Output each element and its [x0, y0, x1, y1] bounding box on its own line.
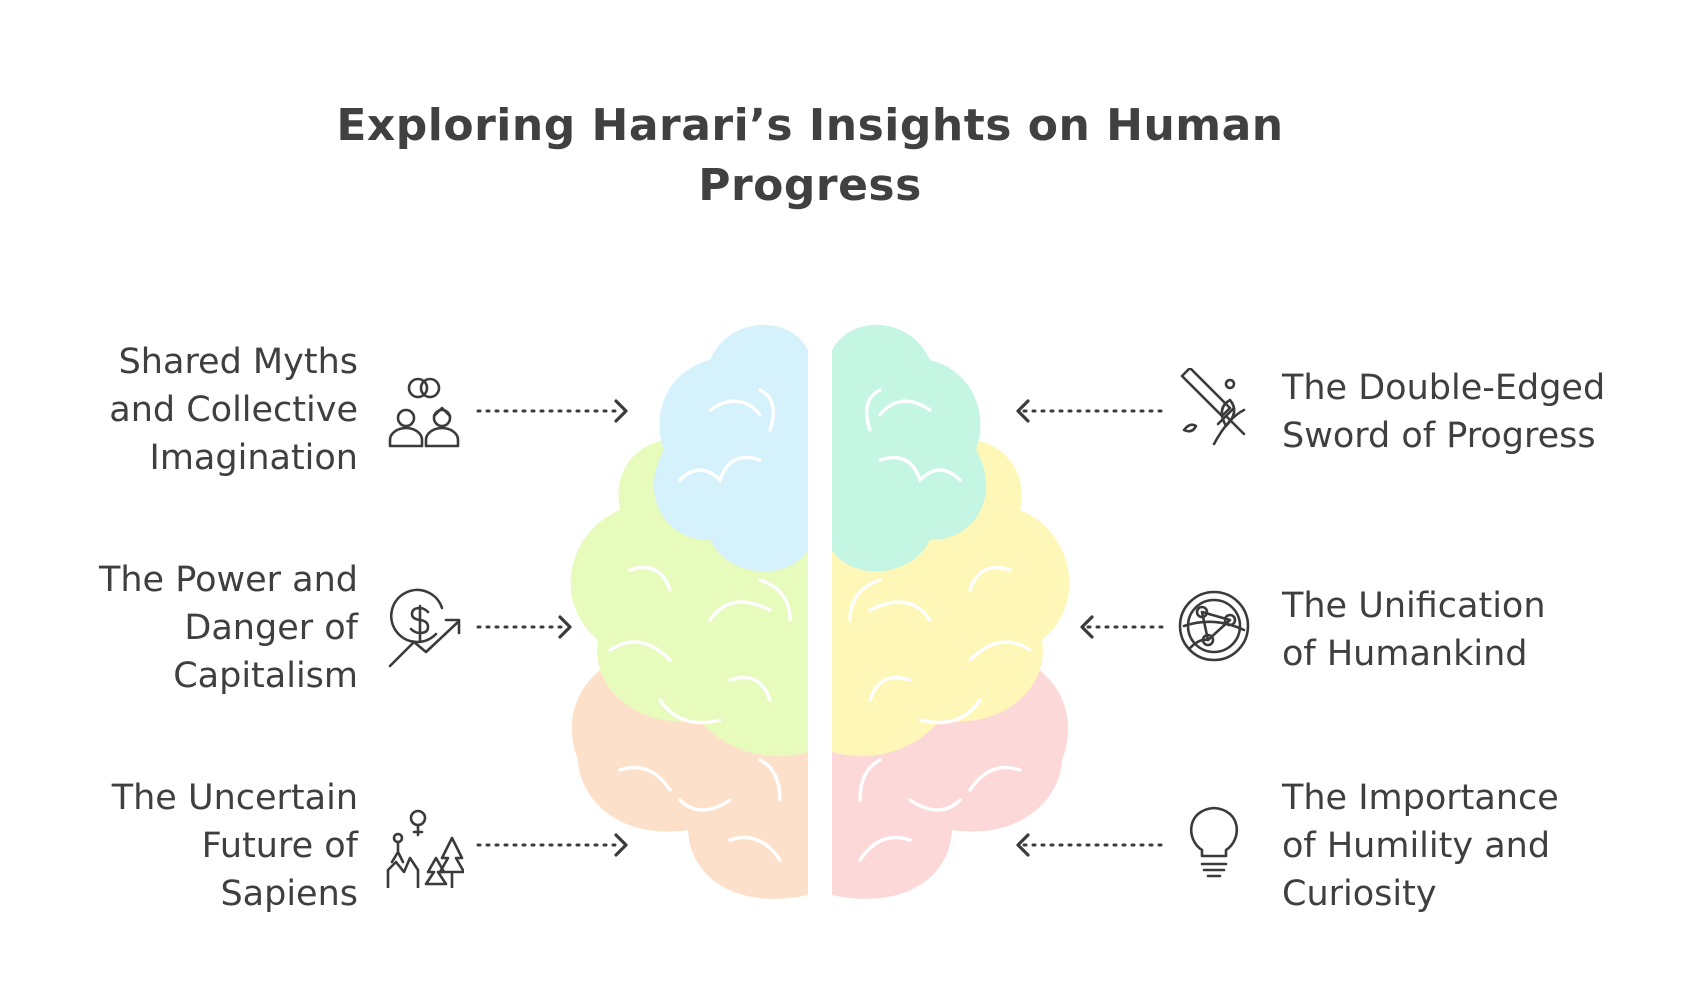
- arrow-capitalism: [476, 615, 572, 639]
- arrow-shared-myths: [476, 399, 628, 423]
- globe-network-icon: [1178, 590, 1250, 662]
- money-growth-icon: [388, 588, 461, 668]
- diagram-title: Exploring Harari’s Insights on Human Pro…: [336, 100, 1284, 211]
- brain-left-hemisphere: [570, 324, 808, 899]
- brain-illustration: [570, 324, 1070, 899]
- arrow-future-sapiens: [476, 833, 628, 857]
- arrow-unification: [1080, 615, 1168, 639]
- arrow-double-edged-sword: [1016, 399, 1168, 423]
- arrow-humility: [1016, 833, 1168, 857]
- people-forest-icon: [386, 809, 464, 888]
- brain-right-hemisphere: [832, 324, 1070, 899]
- people-rings-icon: [388, 377, 460, 448]
- sword-plant-icon: [1180, 368, 1246, 446]
- lobe-right-top: [832, 324, 987, 572]
- lightbulb-icon: [1189, 806, 1239, 878]
- lobe-left-top: [653, 324, 808, 572]
